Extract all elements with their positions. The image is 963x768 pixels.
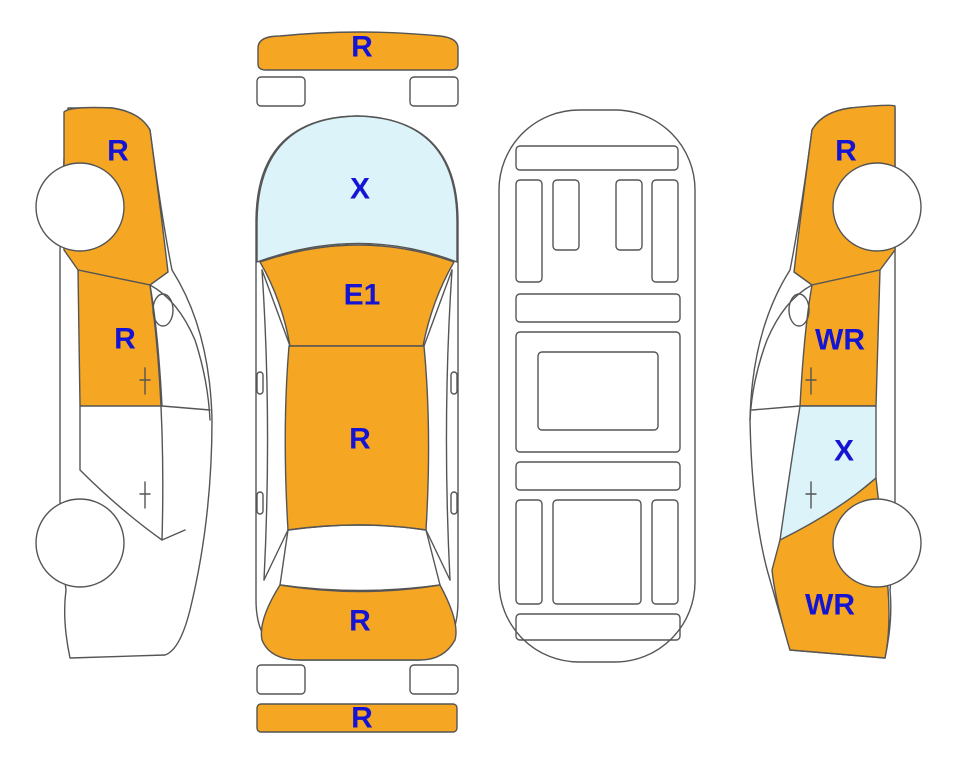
- top-right-side-line: [445, 269, 453, 581]
- underside-rear-left-rail: [515, 499, 543, 605]
- front-bumper-panel[interactable]: [257, 31, 459, 71]
- top-right-pillar-line: [423, 269, 453, 347]
- top-left-side-line: [261, 269, 269, 581]
- underside-front-right-rail: [651, 179, 679, 283]
- right-mirror-shape: [788, 293, 810, 327]
- left-window-line: [149, 284, 211, 421]
- left-side-view: [35, 106, 213, 659]
- front-left-light: [256, 76, 306, 107]
- underside-front-left-rail: [515, 179, 543, 283]
- windshield-glass[interactable]: [256, 115, 458, 263]
- left-front-door-code: R: [114, 323, 136, 356]
- underside-center-box: [537, 351, 659, 431]
- left-mirror: [256, 371, 264, 395]
- damage-labels: R X E1 R R R R R R WR X WR: [107, 31, 865, 735]
- underside-rear-bar: [515, 613, 681, 641]
- front-bumper-code: R: [351, 31, 373, 64]
- left-front-fender-code: R: [107, 135, 129, 168]
- right-front-door-code: WR: [815, 324, 865, 357]
- underside-rear-right-rail: [651, 499, 679, 605]
- right-rear-wheel: [832, 498, 922, 588]
- left-mirror-shape: [152, 293, 174, 327]
- trunk-panel[interactable]: [260, 584, 457, 661]
- front-right-light: [409, 76, 459, 107]
- rear-left-light: [256, 664, 306, 695]
- left-rear-handle: [256, 491, 264, 515]
- right-rear-door-code: X: [834, 435, 854, 468]
- windshield-code: X: [350, 173, 370, 206]
- rear-right-light: [409, 664, 459, 695]
- top-view: [255, 31, 459, 733]
- right-rear-handle-side: [805, 481, 817, 509]
- left-front-wheel: [35, 162, 125, 252]
- right-rear-quarter-code: WR: [805, 589, 855, 622]
- right-front-wheel: [832, 162, 922, 252]
- top-left-pillar-line: [261, 269, 291, 347]
- right-front-fender-code: R: [835, 135, 857, 168]
- left-front-handle: [139, 367, 151, 395]
- top-left-rear-line: [263, 529, 289, 581]
- right-rear-handle: [450, 491, 458, 515]
- left-door-line: [161, 405, 211, 411]
- underside-front-bar: [515, 145, 679, 171]
- roof-code: R: [349, 423, 371, 456]
- right-door-line: [751, 405, 801, 411]
- right-front-handle: [805, 367, 817, 395]
- underside-center-frame: [515, 331, 681, 453]
- left-rear-door-line: [79, 405, 186, 541]
- trunk-code: R: [349, 605, 371, 638]
- underside-cross-bar-1: [515, 293, 681, 323]
- hood-panel[interactable]: [259, 244, 455, 347]
- underside-view: [498, 109, 696, 663]
- right-mirror: [450, 371, 458, 395]
- underside-rear-center-box: [552, 499, 642, 605]
- right-window-line: [749, 284, 813, 421]
- rear-bumper-code: R: [351, 702, 373, 735]
- underside-cross-bar-2: [515, 461, 681, 491]
- hood-code: E1: [344, 279, 381, 312]
- rear-bumper-panel[interactable]: [256, 703, 458, 733]
- underside-outline: [498, 109, 696, 663]
- top-right-rear-line: [425, 529, 451, 581]
- left-rear-wheel: [35, 498, 125, 588]
- left-rear-handle-side: [139, 481, 151, 509]
- right-side-view: [749, 104, 922, 659]
- underside-front-right-box: [615, 179, 643, 251]
- underside-front-left-box: [552, 179, 580, 251]
- rear-window: [279, 524, 441, 592]
